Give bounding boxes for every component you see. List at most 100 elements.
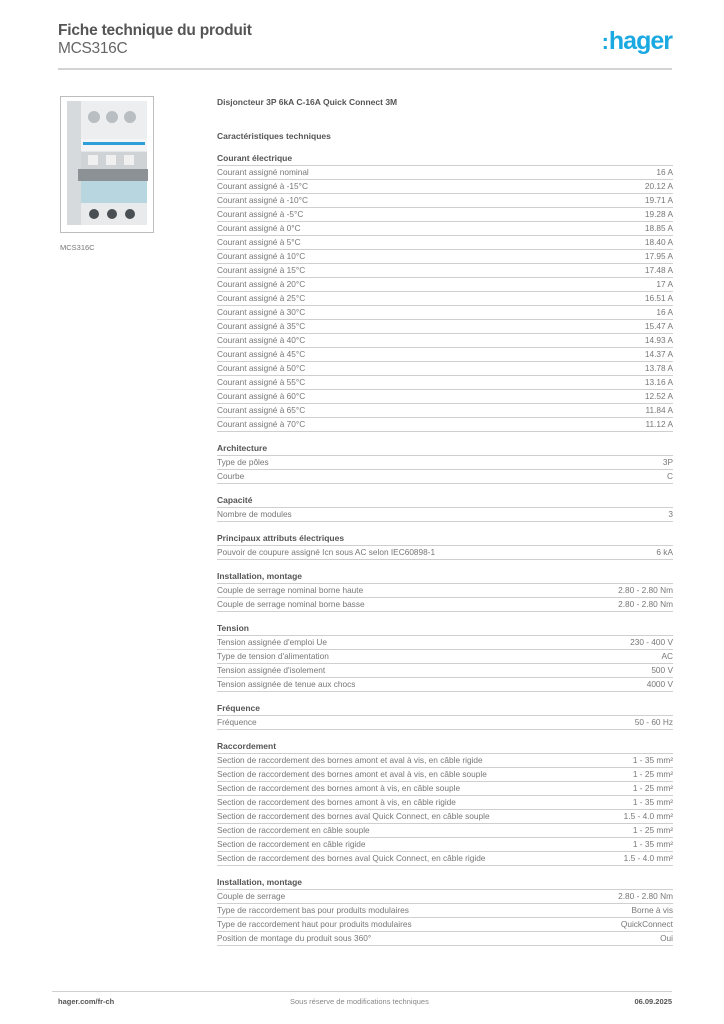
section-title: Tension <box>217 622 673 636</box>
logo-text: hager <box>608 27 673 55</box>
spec-value: C <box>667 471 673 481</box>
spec-label: Couple de serrage nominal borne haute <box>217 585 364 595</box>
spec-row: Pouvoir de coupure assigné Icn sous AC s… <box>217 546 673 560</box>
section-title: Principaux attributs électriques <box>217 532 673 546</box>
spec-row: Position de montage du produit sous 360°… <box>217 932 673 946</box>
spec-value: 1 - 35 mm² <box>632 797 673 807</box>
spec-row: Tension assignée d'emploi Ue 230 - 400 V <box>217 636 673 650</box>
spec-value: 18.85 A <box>644 223 673 233</box>
spec-label: Courant assigné à 0°C <box>217 223 301 233</box>
spec-row: Section de raccordement des bornes amont… <box>217 782 673 796</box>
spec-value: 17 A <box>656 279 673 289</box>
spec-value: 3P <box>662 457 673 467</box>
spec-value: 14.37 A <box>644 349 673 359</box>
spec-label: Courant assigné à 70°C <box>217 419 306 429</box>
footer-website-link[interactable]: hager.com/fr-ch <box>58 997 115 1006</box>
spec-label: Courant assigné nominal <box>217 167 309 177</box>
spec-label: Type de pôles <box>217 457 269 467</box>
logo-colon-icon: : <box>601 29 609 54</box>
characteristics-heading: Caractéristiques techniques <box>217 131 331 141</box>
spec-label: Courant assigné à 20°C <box>217 279 306 289</box>
product-image-caption: MCS316C <box>60 243 95 252</box>
spec-label: Courant assigné à 65°C <box>217 405 306 415</box>
spec-row: Section de raccordement des bornes aval … <box>217 852 673 866</box>
section-title: Architecture <box>217 442 673 456</box>
spec-label: Courant assigné à -10°C <box>217 195 308 205</box>
spec-value: 2.80 - 2.80 Nm <box>618 891 673 901</box>
product-name: Disjoncteur 3P 6kA C-16A Quick Connect 3… <box>217 97 398 107</box>
spec-label: Tension assignée d'emploi Ue <box>217 637 327 647</box>
spec-value: 50 - 60 Hz <box>634 717 673 727</box>
section-title: Installation, montage <box>217 570 673 584</box>
spec-value: 500 V <box>651 665 673 675</box>
spec-label: Courant assigné à 15°C <box>217 265 306 275</box>
spec-value: 17.95 A <box>644 251 673 261</box>
footer-disclaimer: Sous réserve de modifications techniques <box>290 997 429 1006</box>
circuit-breaker-icon <box>61 97 153 232</box>
spec-row: Type de raccordement bas pour produits m… <box>217 904 673 918</box>
spec-value: 14.93 A <box>644 335 673 345</box>
spec-value: Oui <box>660 933 673 943</box>
spec-value: QuickConnect <box>620 919 673 929</box>
spec-row: Type de raccordement haut pour produits … <box>217 918 673 932</box>
spec-value: 13.78 A <box>644 363 673 373</box>
spec-label: Section de raccordement des bornes aval … <box>217 853 486 863</box>
spec-label: Section de raccordement des bornes amont… <box>217 769 487 779</box>
spec-value: 11.12 A <box>645 419 673 429</box>
spec-row: Courant assigné à 40°C 14.93 A <box>217 334 673 348</box>
spec-label: Courant assigné à 55°C <box>217 377 306 387</box>
spec-label: Courant assigné à 60°C <box>217 391 306 401</box>
spec-value: 11.84 A <box>645 405 673 415</box>
spec-label: Courant assigné à 5°C <box>217 237 301 247</box>
spec-value: 1 - 25 mm² <box>632 783 673 793</box>
spec-label: Courant assigné à 35°C <box>217 321 306 331</box>
spec-row: Type de pôles 3P <box>217 456 673 470</box>
spec-label: Courant assigné à 30°C <box>217 307 306 317</box>
spec-value: 19.28 A <box>644 209 673 219</box>
spec-value: 16.51 A <box>644 293 673 303</box>
section-title: Capacité <box>217 494 673 508</box>
spec-row: Section de raccordement des bornes amont… <box>217 754 673 768</box>
spec-label: Couple de serrage nominal borne basse <box>217 599 365 609</box>
spec-value: 1 - 25 mm² <box>632 769 673 779</box>
spec-label: Couple de serrage <box>217 891 286 901</box>
spec-value: 230 - 400 V <box>630 637 673 647</box>
spec-content: Disjoncteur 3P 6kA C-16A Quick Connect 3… <box>217 96 673 946</box>
page-header: Fiche technique du produit MCS316C :hage… <box>58 22 673 68</box>
page-title: Fiche technique du produit <box>58 22 252 39</box>
spec-value: 6 kA <box>656 547 673 557</box>
spec-row: Section de raccordement des bornes amont… <box>217 768 673 782</box>
spec-label: Courant assigné à 25°C <box>217 293 306 303</box>
page-footer: hager.com/fr-ch Sous réserve de modifica… <box>58 997 672 1009</box>
spec-value: 19.71 A <box>644 195 673 205</box>
spec-value: 1 - 25 mm² <box>632 825 673 835</box>
footer-divider <box>52 991 672 992</box>
spec-row: Courant assigné à 0°C 18.85 A <box>217 222 673 236</box>
spec-label: Courant assigné à 40°C <box>217 335 306 345</box>
spec-value: 18.40 A <box>644 237 673 247</box>
spec-row: Courant assigné à 70°C 11.12 A <box>217 418 673 432</box>
spec-row: Courant assigné à 20°C 17 A <box>217 278 673 292</box>
spec-value: AC <box>661 651 673 661</box>
hager-logo: :hager <box>601 27 673 55</box>
spec-row: Courant assigné à 65°C 11.84 A <box>217 404 673 418</box>
spec-value: 13.16 A <box>644 377 673 387</box>
footer-date: 06.09.2025 <box>634 997 672 1006</box>
